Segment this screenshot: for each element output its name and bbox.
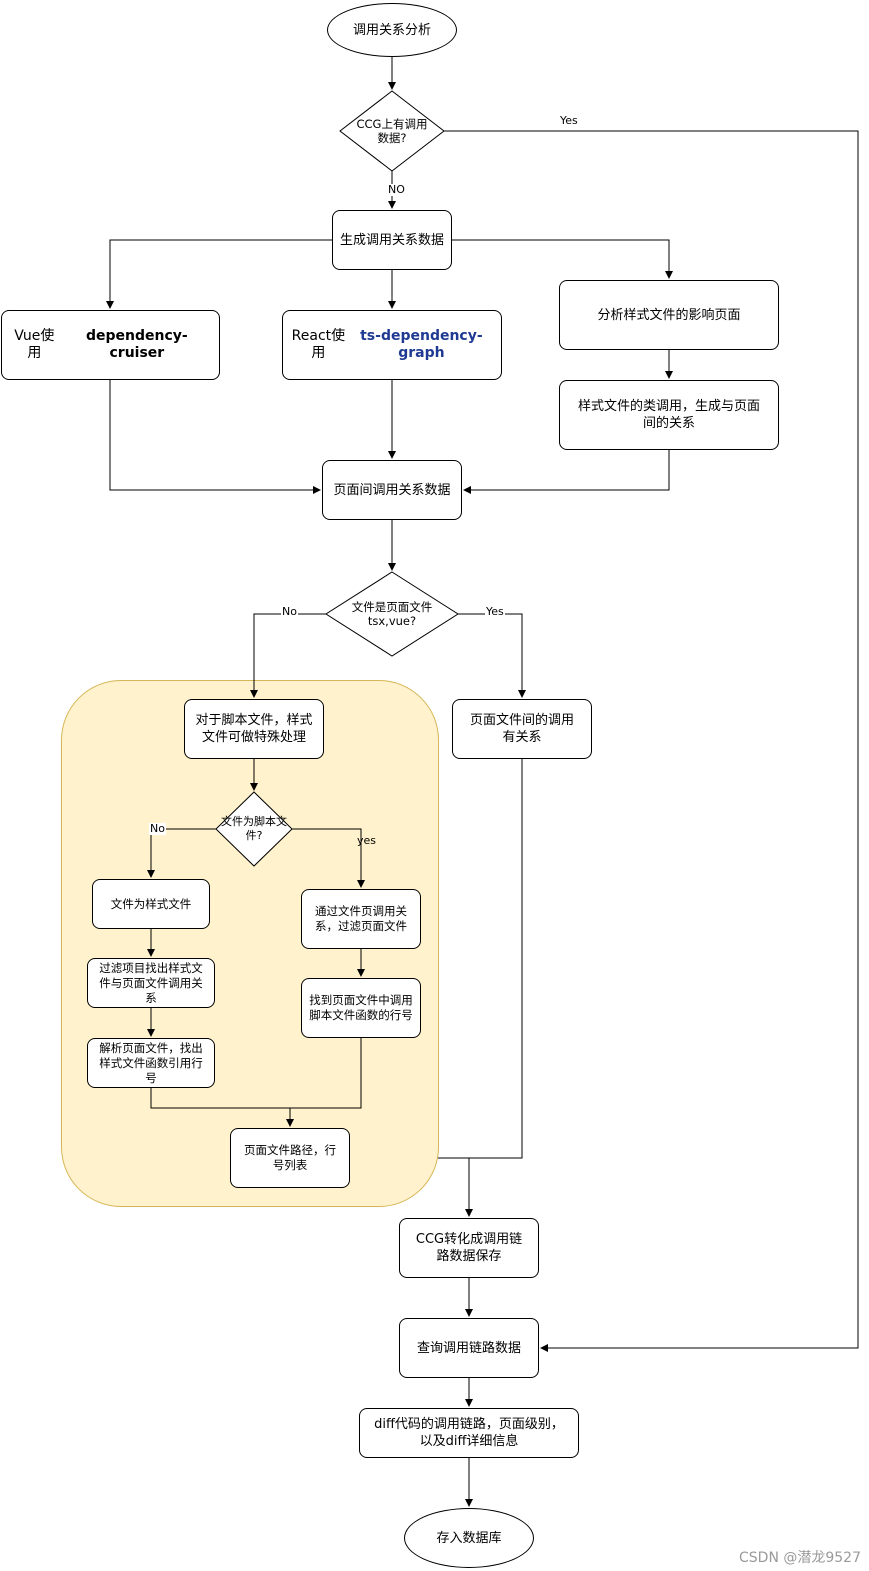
is-script-label: 文件为脚本文件? — [221, 815, 287, 842]
vue-node: Vue使用 dependency-cruiser — [1, 310, 220, 380]
edge-vue-pagerel — [109, 380, 321, 494]
is-page-file-label: 文件是页面文件tsx,vue? — [351, 600, 433, 628]
edge-label-no-page: No — [281, 605, 298, 618]
react-prefix: React使用 — [291, 328, 346, 361]
ccg-check-node: CCG上有调用数据? — [340, 91, 444, 171]
start-node: 调用关系分析 — [327, 3, 457, 57]
parse-page-node: 解析页面文件，找出样式文件函数引用行号 — [87, 1038, 215, 1088]
edge-label-no-ccg: NO — [387, 183, 406, 196]
special-label: 对于脚本文件，样式文件可做特殊处理 — [195, 713, 313, 745]
vue-prefix: Vue使用 — [14, 328, 55, 361]
filter-project-node: 过滤项目找出样式文件与页面文件调用关系 — [87, 958, 215, 1008]
is-style-node: 文件为样式文件 — [92, 879, 210, 929]
path-line-node: 页面文件路径，行号列表 — [230, 1128, 350, 1188]
edge-label-no-script: No — [149, 822, 166, 835]
generate-label: 生成调用关系数据 — [339, 232, 444, 248]
start-label: 调用关系分析 — [352, 22, 431, 38]
special-node: 对于脚本文件，样式文件可做特殊处理 — [184, 699, 324, 759]
save-db-label: 存入数据库 — [436, 1530, 502, 1546]
edge-generate-vue — [106, 239, 332, 309]
style-affect-label: 分析样式文件的影响页面 — [597, 307, 741, 323]
edge-styleclass-pagerel — [463, 450, 670, 494]
vue-tool: dependency-cruiser — [85, 328, 188, 361]
edge-ispage-yes-pagecall — [458, 613, 526, 698]
query-label: 查询调用链路数据 — [416, 1340, 521, 1356]
filter-page-label: 通过文件页调用关系，过滤页面文件 — [315, 904, 407, 933]
edge-ccg-yes-query — [444, 130, 859, 1352]
ccg-convert-node: CCG转化成调用链路数据保存 — [399, 1218, 539, 1278]
edge-label-yes-script: yes — [357, 834, 377, 847]
react-tool: ts-dependency-graph — [360, 328, 483, 361]
edge-label-yes-ccg: Yes — [560, 114, 578, 127]
parse-page-label: 解析页面文件，找出样式文件函数引用行号 — [99, 1040, 203, 1085]
ccg-check-label: CCG上有调用数据? — [356, 117, 428, 145]
diff-label: diff代码的调用链路，页面级别，以及diff详细信息 — [374, 1417, 564, 1449]
find-line-node: 找到页面文件中调用脚本文件函数的行号 — [301, 978, 421, 1038]
ccg-convert-label: CCG转化成调用链路数据保存 — [415, 1232, 523, 1264]
diamond-is-page-file — [325, 571, 459, 657]
find-line-label: 找到页面文件中调用脚本文件函数的行号 — [309, 993, 413, 1022]
style-class-node: 样式文件的类调用，生成与页面间的关系 — [559, 380, 779, 450]
is-style-label: 文件为样式文件 — [110, 896, 192, 911]
path-line-label: 页面文件路径，行号列表 — [244, 1143, 336, 1172]
generate-node: 生成调用关系数据 — [332, 210, 452, 270]
filter-project-label: 过滤项目找出样式文件与页面文件调用关系 — [99, 960, 203, 1005]
is-script-node: 文件为脚本文件? — [216, 792, 292, 866]
page-rel-node: 页面间调用关系数据 — [322, 460, 462, 520]
filter-page-node: 通过文件页调用关系，过滤页面文件 — [301, 889, 421, 949]
diff-node: diff代码的调用链路，页面级别，以及diff详细信息 — [359, 1408, 579, 1458]
style-class-label: 样式文件的类调用，生成与页面间的关系 — [577, 399, 760, 431]
style-affect-node: 分析样式文件的影响页面 — [559, 280, 779, 350]
edge-ispage-no-special — [250, 613, 326, 698]
page-rel-label: 页面间调用关系数据 — [333, 482, 451, 498]
edge-label-yes-page: Yes — [485, 605, 505, 618]
edge-generate-style — [452, 239, 673, 279]
page-call-node: 页面文件间的调用有关系 — [452, 699, 592, 759]
query-node: 查询调用链路数据 — [399, 1318, 539, 1378]
page-call-label: 页面文件间的调用有关系 — [469, 713, 574, 745]
react-node: React使用 ts-dependency-graph — [282, 310, 502, 380]
edge-pagecall-ccgconvert — [469, 759, 523, 1159]
save-db-node: 存入数据库 — [404, 1508, 534, 1568]
watermark: CSDN @潜龙9527 — [739, 1550, 861, 1566]
is-page-file-node: 文件是页面文件tsx,vue? — [326, 572, 458, 656]
